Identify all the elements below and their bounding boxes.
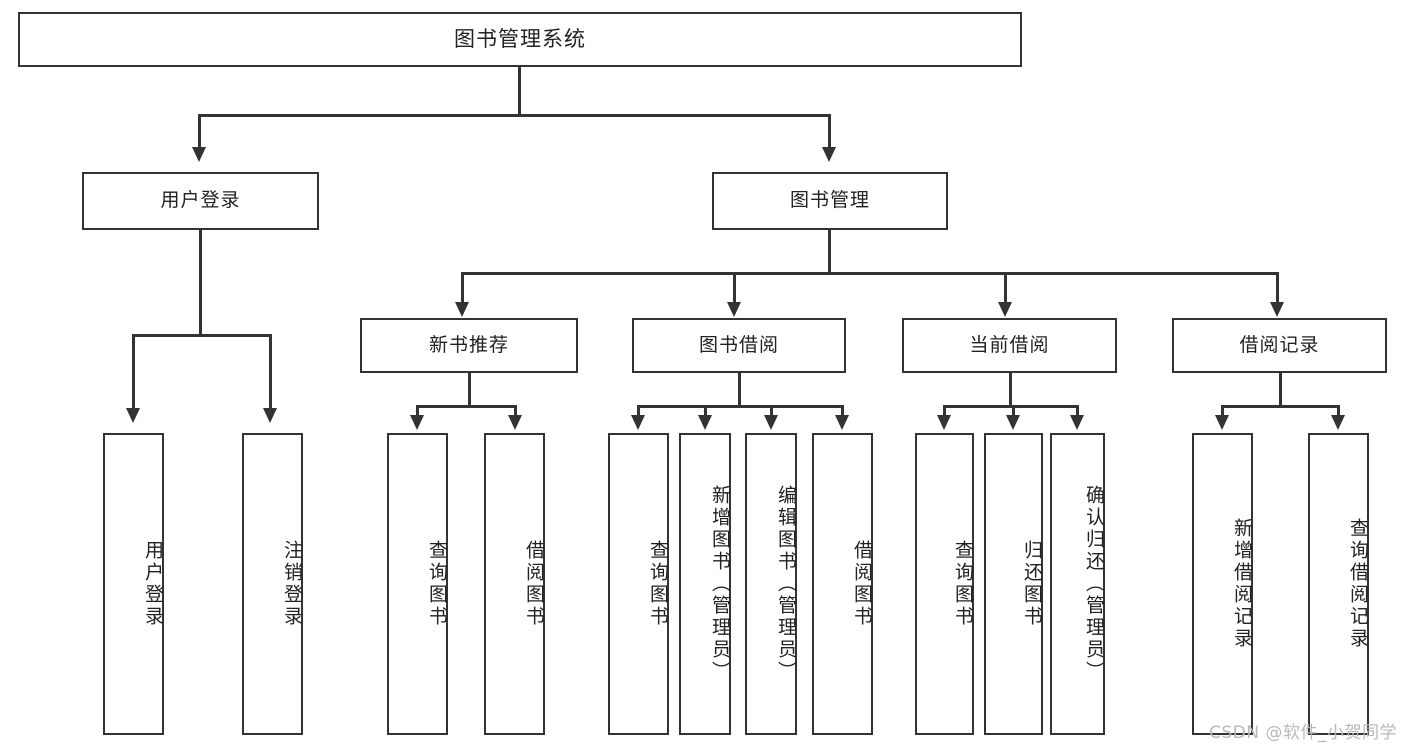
connector-bm-drop-1 [461, 272, 464, 304]
connector-newbook-drop-1 [416, 405, 419, 417]
node-leaf-query-borrow-record-label: 查询借阅记录 [1347, 518, 1369, 650]
node-leaf-confirm-return-admin-label: 确认归还（管理员） [1083, 485, 1105, 683]
node-leaf-query-book-recommend[interactable]: 查询图书 [387, 433, 448, 735]
connector-bookborrow-bus [637, 405, 843, 408]
connector-user-login-bus [132, 334, 271, 337]
node-leaf-user-logout[interactable]: 注销登录 [242, 433, 303, 735]
node-book-manage[interactable]: 图书管理 [712, 172, 948, 230]
node-user-login-label: 用户登录 [160, 189, 241, 212]
node-new-book-recommend[interactable]: 新书推荐 [360, 318, 578, 373]
connector-bm-drop-4 [1276, 272, 1279, 304]
csdn-watermark: CSDN @软件_小贺同学 [1209, 723, 1397, 743]
node-leaf-borrow-book[interactable]: 借阅图书 [812, 433, 873, 735]
connector-bm-drop-2 [733, 272, 736, 304]
connector-cb-drop-3 [1076, 405, 1079, 417]
node-current-borrow-label: 当前借阅 [969, 333, 1050, 356]
connector-bm-drop-3 [1004, 272, 1007, 304]
node-borrow-record-label: 借阅记录 [1239, 333, 1320, 356]
node-book-borrow[interactable]: 图书借阅 [632, 318, 846, 373]
arrowhead-book-borrow [727, 302, 741, 317]
arrowhead-leaf-confirm-return [1070, 415, 1084, 430]
connector-root-to-user-login [198, 114, 201, 149]
arrowhead-leaf-user-login [126, 408, 140, 423]
arrowhead-leaf-query-record [1331, 415, 1345, 430]
node-leaf-edit-book-admin-label: 编辑图书（管理员） [775, 485, 797, 683]
arrowhead-new-book-rec [455, 302, 469, 317]
node-leaf-edit-book-admin[interactable]: 编辑图书（管理员） [745, 433, 797, 735]
connector-bb-drop-1 [637, 405, 640, 417]
node-leaf-add-borrow-record[interactable]: 新增借阅记录 [1192, 433, 1253, 735]
node-leaf-add-borrow-record-label: 新增借阅记录 [1231, 518, 1253, 650]
connector-user-login-stem [199, 230, 202, 336]
connector-newbook-bus [416, 405, 517, 408]
node-new-book-recommend-label: 新书推荐 [428, 333, 509, 356]
connector-cb-drop-1 [943, 405, 946, 417]
connector-root-bus [198, 114, 830, 117]
node-leaf-query-book-current[interactable]: 查询图书 [915, 433, 974, 735]
node-root-label: 图书管理系统 [454, 27, 586, 52]
connector-br-drop-2 [1337, 405, 1340, 417]
arrowhead-leaf-query-book [631, 415, 645, 430]
node-borrow-record[interactable]: 借阅记录 [1172, 318, 1387, 373]
node-leaf-query-book-current-label: 查询图书 [952, 540, 974, 628]
node-leaf-borrow-book-recommend-label: 借阅图书 [523, 540, 545, 628]
arrowhead-leaf-query-book-cur [937, 415, 951, 430]
connector-newbook-stem [468, 373, 471, 407]
arrowhead-leaf-add-record [1215, 415, 1229, 430]
connector-cb-drop-2 [1012, 405, 1015, 417]
connector-bb-drop-3 [770, 405, 773, 417]
node-book-manage-label: 图书管理 [789, 189, 870, 212]
connector-root-stem [518, 67, 521, 115]
node-leaf-borrow-book-label: 借阅图书 [851, 540, 873, 628]
node-leaf-borrow-book-recommend[interactable]: 借阅图书 [484, 433, 545, 735]
node-leaf-confirm-return-admin[interactable]: 确认归还（管理员） [1050, 433, 1105, 735]
node-leaf-user-logout-label: 注销登录 [281, 540, 303, 628]
node-leaf-add-book-admin[interactable]: 新增图书（管理员） [679, 433, 731, 735]
arrowhead-current-borrow [998, 302, 1012, 317]
connector-curborrow-stem [1009, 373, 1012, 407]
node-leaf-query-borrow-record[interactable]: 查询借阅记录 [1308, 433, 1369, 735]
arrowhead-leaf-borrow-book [835, 415, 849, 430]
connector-user-login-drop-2 [269, 334, 272, 410]
connector-book-manage-bus [461, 272, 1279, 275]
node-leaf-user-login-label: 用户登录 [142, 540, 164, 628]
node-leaf-user-login[interactable]: 用户登录 [103, 433, 164, 735]
arrowhead-leaf-borrow-book-rec [508, 415, 522, 430]
arrowhead-leaf-user-logout [263, 408, 277, 423]
node-current-borrow[interactable]: 当前借阅 [902, 318, 1117, 373]
connector-borrowrecord-stem [1279, 373, 1282, 407]
node-root-system[interactable]: 图书管理系统 [18, 12, 1022, 67]
connector-book-manage-stem [828, 230, 831, 274]
connector-user-login-drop-1 [132, 334, 135, 410]
node-leaf-return-book[interactable]: 归还图书 [984, 433, 1043, 735]
connector-bb-drop-4 [841, 405, 844, 417]
node-leaf-query-book-recommend-label: 查询图书 [426, 540, 448, 628]
node-user-login[interactable]: 用户登录 [82, 172, 319, 230]
connector-bb-drop-2 [704, 405, 707, 417]
arrowhead-leaf-add-book [698, 415, 712, 430]
connector-br-drop-1 [1221, 405, 1224, 417]
node-leaf-add-book-admin-label: 新增图书（管理员） [709, 485, 731, 683]
node-leaf-query-book[interactable]: 查询图书 [608, 433, 669, 735]
node-leaf-query-book-label: 查询图书 [647, 540, 669, 628]
arrowhead-leaf-query-book-rec [410, 415, 424, 430]
arrowhead-book-manage [822, 147, 836, 162]
node-book-borrow-label: 图书借阅 [698, 333, 779, 356]
arrowhead-leaf-edit-book [764, 415, 778, 430]
arrowhead-leaf-return-book [1006, 415, 1020, 430]
connector-newbook-drop-2 [514, 405, 517, 417]
arrowhead-borrow-record [1270, 302, 1284, 317]
connector-curborrow-bus [943, 405, 1077, 408]
arrowhead-user-login [192, 147, 206, 162]
connector-borrowrecord-bus [1221, 405, 1339, 408]
node-leaf-return-book-label: 归还图书 [1021, 540, 1043, 628]
connector-root-to-book-manage [828, 114, 831, 149]
connector-bookborrow-stem [738, 373, 741, 407]
